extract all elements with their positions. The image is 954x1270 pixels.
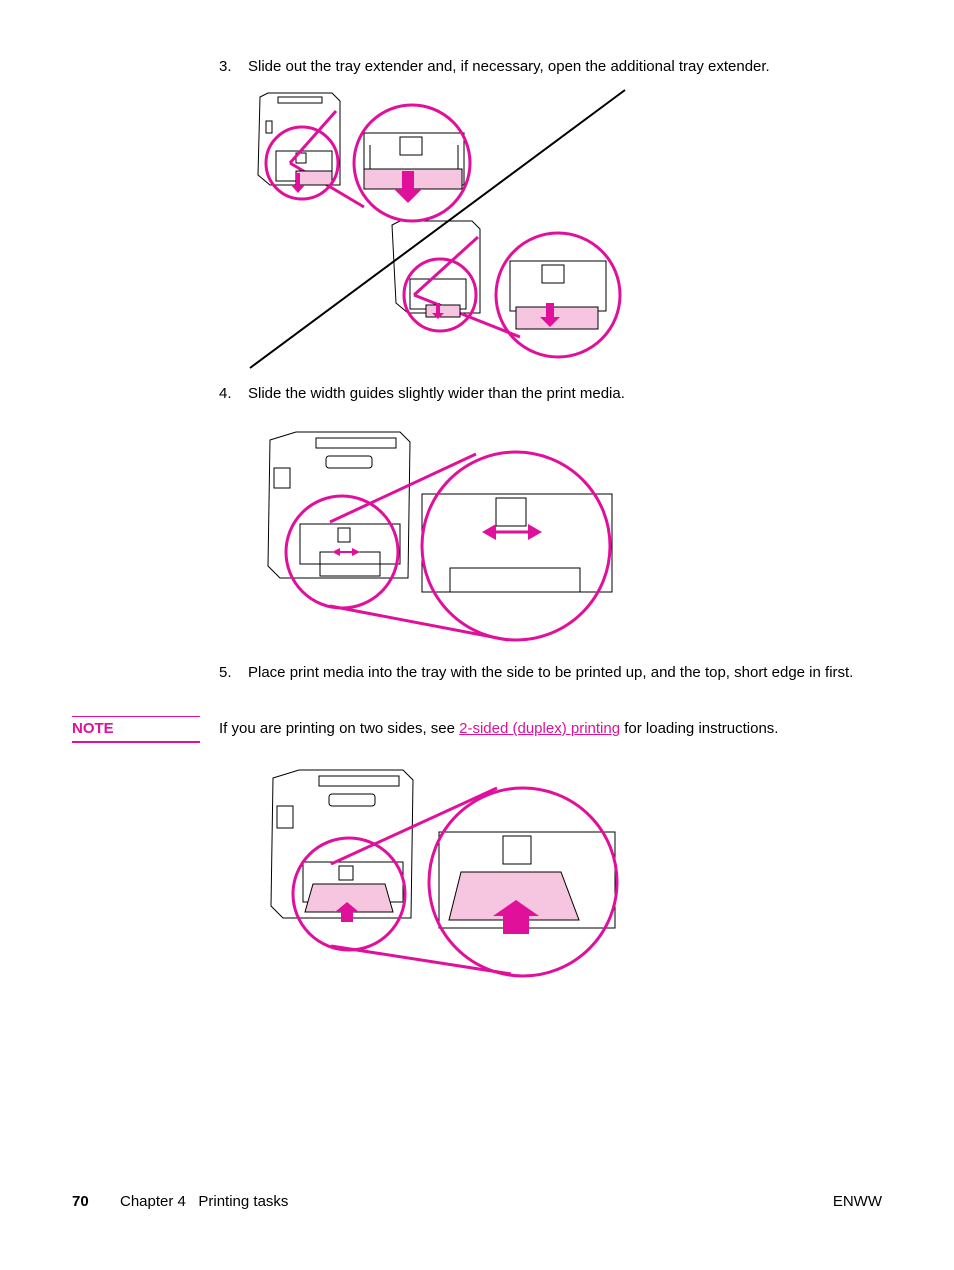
note-label: NOTE <box>72 716 200 743</box>
media-sheet <box>448 871 580 921</box>
step-text: Slide out the tray extender and, if nece… <box>248 58 770 75</box>
step-number: 3. <box>219 58 232 75</box>
zoom-circle-large <box>427 786 619 978</box>
printer-body <box>267 431 411 579</box>
arrow-down-icon <box>394 171 422 203</box>
arrow-down-icon <box>540 303 560 327</box>
step-text: Slide the width guides slightly wider th… <box>248 385 625 402</box>
printer-body <box>270 769 414 919</box>
step-3: 3. Slide out the tray extender and, if n… <box>219 57 869 76</box>
note-text: If you are printing on two sides, see 2-… <box>219 719 778 738</box>
zoom-circle-large <box>420 450 612 642</box>
arrow-up-icon <box>335 902 359 922</box>
step-number: 5. <box>219 664 232 681</box>
zoom-circle-large <box>352 103 472 223</box>
step-5: 5. Place print media into the tray with … <box>219 663 869 682</box>
step-text: Place print media into the tray with the… <box>248 664 854 681</box>
media-sheet <box>304 883 394 913</box>
arrow-down-icon <box>291 173 305 193</box>
arrow-up-icon <box>493 900 539 934</box>
footer-right: ENWW <box>832 1193 882 1210</box>
zoom-circle-small <box>291 836 407 952</box>
page-number: 70 <box>72 1193 89 1210</box>
duplex-printing-link[interactable]: 2-sided (duplex) printing <box>459 720 621 737</box>
zoom-circle-small <box>284 494 400 610</box>
tray-extender-illustration <box>249 89 626 369</box>
chapter-title: Chapter 4 Printing tasks <box>120 1193 289 1210</box>
note-text-after: for loading instructions. <box>620 720 779 737</box>
step-4: 4. Slide the width guides slightly wider… <box>219 384 869 403</box>
arrow-down-icon <box>432 303 444 319</box>
step-number: 4. <box>219 385 232 402</box>
width-guides-illustration <box>267 431 613 642</box>
note-text-before: If you are printing on two sides, see <box>219 720 460 737</box>
printer-body <box>257 92 341 186</box>
zoom-circle-small <box>264 125 340 201</box>
printer-top-slot <box>277 96 323 104</box>
load-media-illustration <box>270 769 619 978</box>
